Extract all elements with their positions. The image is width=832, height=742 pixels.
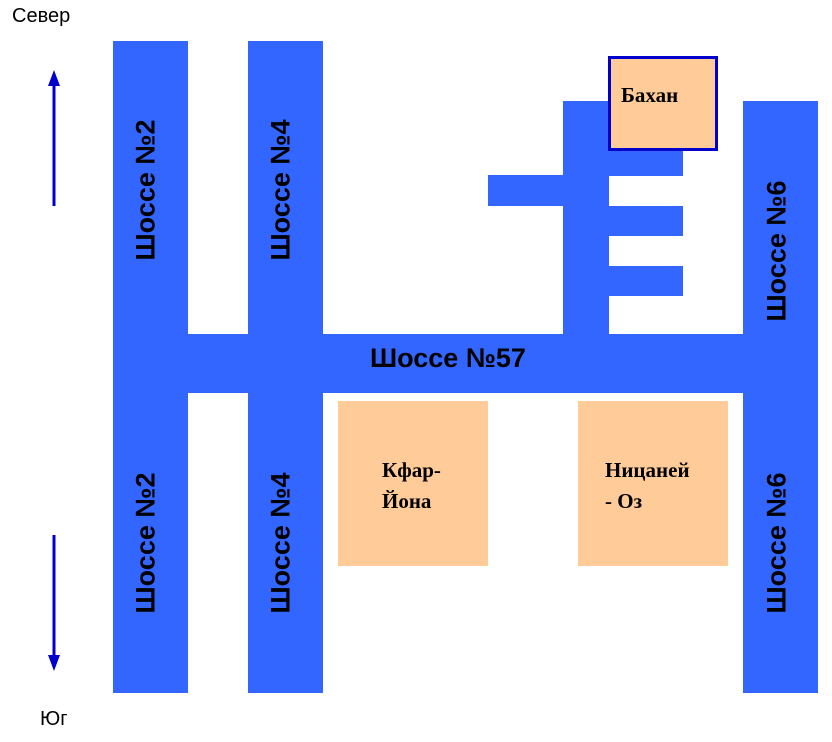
kfar-yona-town bbox=[338, 401, 488, 566]
bahan-town bbox=[608, 56, 718, 151]
highway-57-road bbox=[113, 334, 818, 393]
highway-4-south-label: Шоссе №4 bbox=[265, 472, 296, 614]
highway-6-north-label: Шоссе №6 bbox=[761, 180, 792, 322]
south-label: Юг bbox=[40, 708, 68, 730]
highway-4-north-label: Шоссе №4 bbox=[265, 119, 296, 261]
highway-2-north-label: Шоссе №2 bbox=[130, 119, 161, 261]
nitzanei-oz-label: Ницаней - Оз bbox=[605, 458, 690, 513]
north-arrow-icon bbox=[48, 70, 60, 206]
highway-57-label: Шоссе №57 bbox=[370, 343, 526, 373]
north-label: Север bbox=[12, 5, 71, 27]
south-arrow-icon bbox=[48, 535, 60, 671]
bahan-street-2 bbox=[603, 206, 683, 236]
kfar-yona-label: Кфар- Йона bbox=[382, 458, 441, 513]
nitzanei-oz-town bbox=[578, 401, 728, 566]
bahan-main-road bbox=[563, 101, 609, 337]
bahan-label: Бахан bbox=[621, 83, 679, 107]
bahan-street-3 bbox=[603, 266, 683, 296]
bahan-west-street bbox=[488, 175, 568, 206]
bahan-street-1 bbox=[603, 146, 683, 176]
highway-2-south-label: Шоссе №2 bbox=[130, 472, 161, 614]
highway-6-road bbox=[743, 101, 818, 693]
highway-6-south-label: Шоссе №6 bbox=[761, 472, 792, 614]
